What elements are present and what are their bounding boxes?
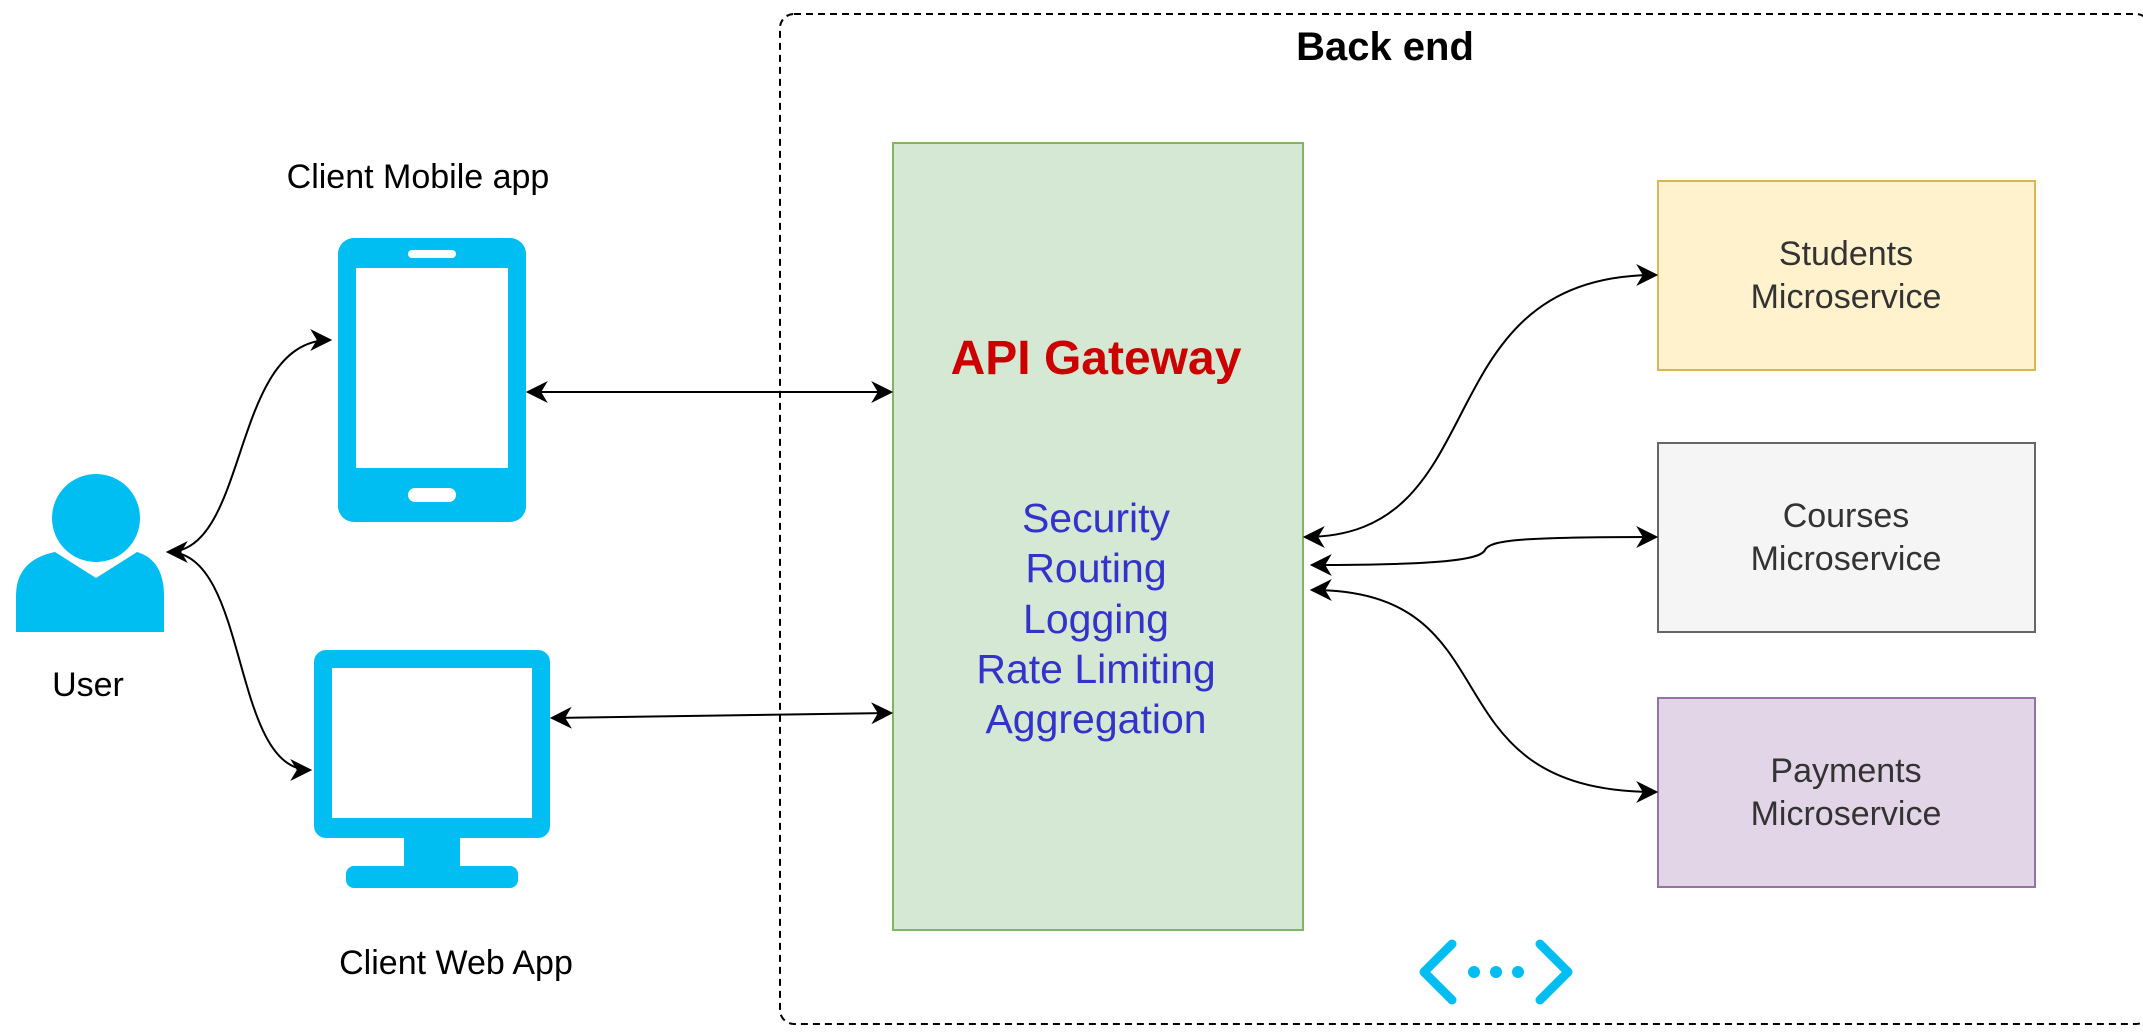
api-gateway-box <box>892 142 1304 931</box>
payments-service-type: Microservice <box>1751 795 1942 833</box>
arrow-gateway-payments <box>1309 579 1659 803</box>
api-endpoint-icon <box>1419 939 1573 1005</box>
courses-service-type: Microservice <box>1751 540 1942 578</box>
feature-routing: Routing <box>1025 545 1166 591</box>
gateway-features: Security Routing Logging Rate Limiting A… <box>976 495 1215 742</box>
monitor-icon <box>314 650 550 888</box>
backend-boundary <box>779 13 2143 1025</box>
web-client-label: Client Web App <box>339 944 573 982</box>
user-label: User <box>52 666 124 704</box>
api-gateway-title: API Gateway <box>951 332 1242 385</box>
feature-security: Security <box>1022 495 1171 541</box>
feature-logging: Logging <box>1023 596 1169 642</box>
arrow-user-mobile <box>165 329 333 563</box>
courses-service-box <box>1657 442 2036 633</box>
arrow-gateway-courses <box>1309 526 1659 576</box>
arrow-user-web <box>167 551 313 781</box>
mobile-client-label: Client Mobile app <box>287 158 550 196</box>
students-service-name: Students <box>1779 235 1913 273</box>
students-service-type: Microservice <box>1751 278 1942 316</box>
feature-rate-limiting: Rate Limiting <box>976 646 1215 692</box>
students-service-box <box>1657 180 2036 371</box>
backend-title: Back end <box>1296 25 1474 69</box>
arrow-gateway-students <box>1302 264 1659 548</box>
payments-service-box <box>1657 697 2036 888</box>
feature-aggregation: Aggregation <box>985 696 1206 742</box>
payments-service-name: Payments <box>1770 752 1921 790</box>
smartphone-icon <box>338 238 526 522</box>
courses-service-name: Courses <box>1783 497 1910 535</box>
user-icon <box>16 474 164 632</box>
arrow-web-gateway <box>549 702 894 729</box>
